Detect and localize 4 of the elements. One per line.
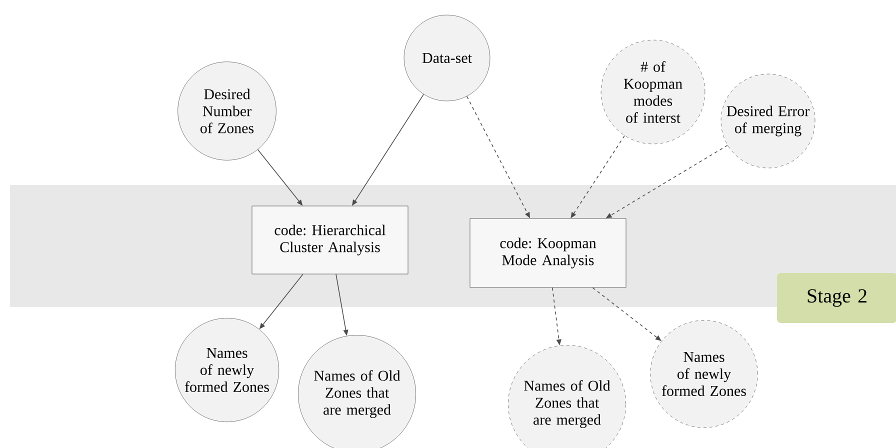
process-box: code: Koopman Mode Analysis xyxy=(470,218,626,288)
stage-label: Stage 2 xyxy=(777,273,896,323)
arrow xyxy=(592,287,662,341)
process-box: code: Hierarchical Cluster Analysis xyxy=(252,206,408,274)
